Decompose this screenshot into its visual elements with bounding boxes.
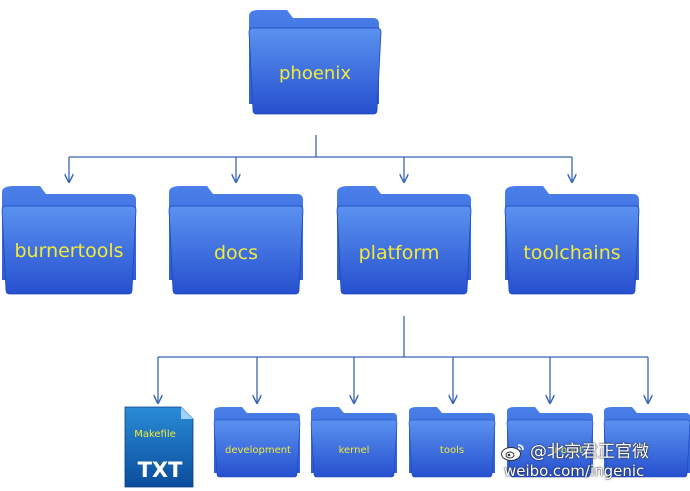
folder-burnertools[interactable]: burnertools xyxy=(1,186,137,295)
folder-tools[interactable]: tools xyxy=(408,407,496,478)
folder-label: burnertools xyxy=(15,240,124,262)
folder-label: u-boot xyxy=(551,445,584,456)
folder-u-boot[interactable]: u-boot xyxy=(506,407,594,478)
folder-label: phoenix xyxy=(279,63,351,84)
folder-label: development xyxy=(225,445,291,456)
folder-label: platform xyxy=(359,242,440,264)
connector-lines xyxy=(69,135,648,402)
folder-label: kernel xyxy=(339,445,370,456)
text-file-icon xyxy=(124,406,194,488)
folder-phoenix[interactable]: phoenix xyxy=(248,10,382,115)
folder-development[interactable]: development xyxy=(213,407,301,478)
weibo-site: weibo.com/ingenic xyxy=(504,462,645,480)
folder-platform[interactable]: platform xyxy=(336,186,472,295)
folder-kernel[interactable]: kernel xyxy=(310,407,398,478)
folder-label: tools xyxy=(440,445,464,456)
weibo-handle: @北京君正官微 xyxy=(530,442,649,462)
file-makefile[interactable]: Makefile TXT xyxy=(124,406,194,488)
file-label: Makefile xyxy=(134,429,176,440)
folder-toolchains[interactable]: toolchains xyxy=(504,186,640,295)
weibo-watermark: @北京君正官微 weibo.com/ingenic xyxy=(500,442,690,480)
weibo-logo-icon xyxy=(501,444,524,461)
folder-unlabeled[interactable] xyxy=(603,407,690,478)
folder-label: docs xyxy=(214,242,258,264)
folder-docs[interactable]: docs xyxy=(168,186,304,295)
file-type-badge: TXT xyxy=(138,458,184,482)
folder-label: toolchains xyxy=(523,242,620,264)
